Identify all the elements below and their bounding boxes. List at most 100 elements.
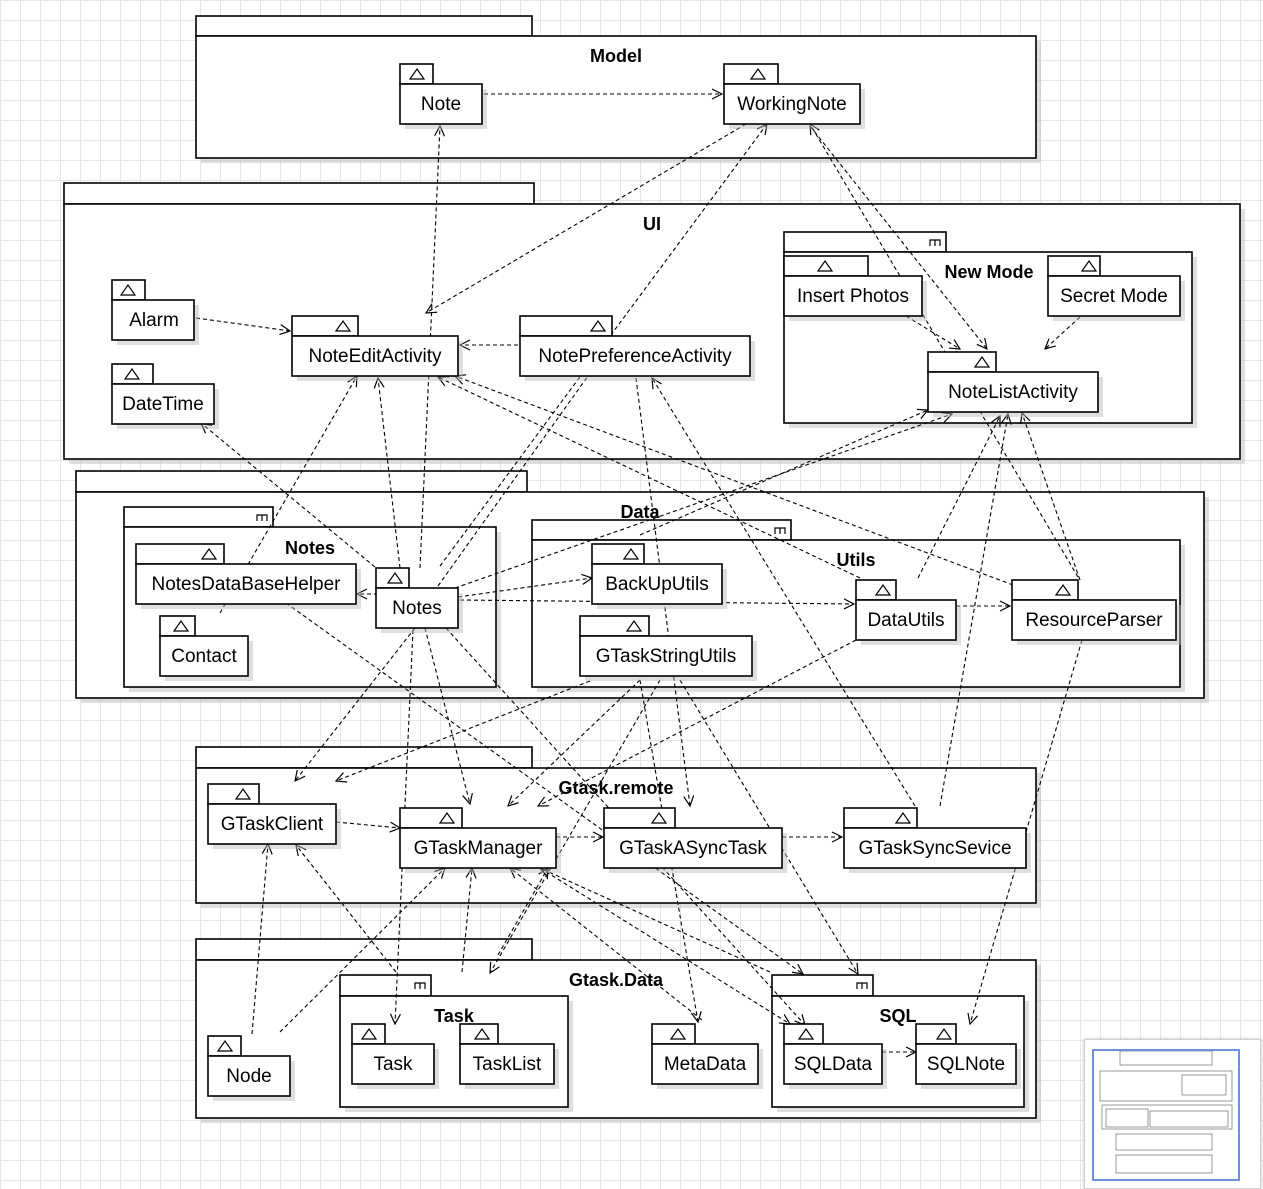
subsystem-icon [929, 239, 941, 246]
dependency-arrow [295, 627, 416, 781]
dependency-arrows [195, 94, 1083, 1052]
dependency-arrow [296, 845, 397, 973]
dependency-arrow [639, 410, 928, 536]
class-contact[interactable]: Contact [159, 615, 253, 681]
dependency-arrow [335, 821, 400, 828]
class-label: NotesDataBaseHelper [151, 574, 341, 595]
class-label: NoteListActivity [948, 382, 1078, 403]
class-secret-mode[interactable]: Secret Mode [1047, 255, 1185, 321]
class-label: Notes [392, 598, 442, 619]
dependency-arrow [424, 627, 470, 804]
dependency-arrow [809, 125, 987, 349]
class-note-list-activity[interactable]: NoteListActivity [927, 351, 1103, 417]
dependency-arrow [635, 377, 690, 806]
dependency-arrow [538, 639, 857, 806]
class-date-time[interactable]: DateTime [111, 363, 219, 429]
package-label: Utils [836, 550, 875, 570]
class-label: Insert Photos [797, 286, 909, 307]
class-label: BackUpUtils [605, 574, 708, 595]
class-resource-parser[interactable]: ResourceParser [1011, 579, 1181, 645]
class-label: Secret Mode [1060, 286, 1168, 307]
class-label: NoteEditActivity [308, 346, 442, 367]
class-label: DateTime [122, 394, 204, 415]
minimap-preview [1099, 1050, 1233, 1174]
class-sql-note[interactable]: SQLNote [915, 1023, 1021, 1089]
class-label: GTaskSyncSevice [858, 838, 1011, 859]
dependency-arrow [508, 679, 641, 806]
class-label: Node [226, 1066, 271, 1087]
subsystem-icon [856, 982, 868, 989]
class-label: Note [421, 94, 461, 115]
class-label: Contact [171, 646, 237, 667]
dependency-arrow [195, 317, 290, 331]
class-gtask-async-task[interactable]: GTaskASyncTask [603, 807, 787, 873]
dependency-arrow [454, 414, 952, 589]
dependency-arrow [1022, 413, 1081, 581]
class-label: DataUtils [867, 610, 944, 631]
class-gtask-manager[interactable]: GTaskManager [399, 807, 561, 873]
class-label: NotePreferenceActivity [538, 346, 732, 367]
package-label: Data [620, 502, 660, 522]
class-gtask-sync-service[interactable]: GTaskSyncSevice [843, 807, 1031, 873]
package-label: Gtask.Data [569, 970, 664, 990]
class-label: SQLNote [927, 1054, 1005, 1075]
dependency-arrow [905, 315, 960, 349]
class-label: GTaskStringUtils [596, 646, 736, 667]
class-backup-utils[interactable]: BackUpUtils [591, 543, 727, 609]
dependency-arrow [539, 867, 790, 1024]
dependency-arrow [279, 868, 445, 1033]
class-notes-database-helper[interactable]: NotesDataBaseHelper [135, 543, 361, 609]
class-label: MetaData [664, 1054, 747, 1075]
package-model[interactable]: Model [195, 15, 1041, 163]
class-label: TaskList [473, 1054, 542, 1075]
class-note-edit-activity[interactable]: NoteEditActivity [291, 315, 463, 381]
class-gtask-client[interactable]: GTaskClient [207, 783, 341, 849]
class-label: GTaskClient [221, 814, 324, 835]
class-note-preference-activity[interactable]: NotePreferenceActivity [519, 315, 755, 381]
dependency-arrow [810, 124, 1079, 578]
dependency-arrow [457, 578, 592, 598]
subsystem-icon [256, 514, 268, 521]
dependency-arrow [336, 680, 591, 781]
class-node[interactable]: Node [207, 1035, 295, 1101]
dependency-arrow [490, 679, 661, 973]
dependency-arrow [639, 679, 698, 1022]
package-label: Notes [285, 538, 335, 558]
dependency-arrow [461, 868, 472, 973]
dependency-arrow [419, 126, 440, 569]
class-note[interactable]: Note [399, 63, 487, 129]
minimap-viewport[interactable] [1092, 1049, 1240, 1181]
dependency-arrow [510, 868, 703, 1021]
package-label: Model [590, 46, 642, 66]
class-alarm[interactable]: Alarm [111, 279, 199, 345]
dependency-arrow [251, 844, 268, 1035]
dependency-arrow [201, 423, 376, 568]
class-working-note[interactable]: WorkingNote [723, 63, 865, 129]
subsystem-icon [414, 982, 426, 989]
class-meta-data[interactable]: MetaData [651, 1023, 763, 1089]
class-notes[interactable]: Notes [375, 567, 463, 633]
dependency-arrow [426, 123, 747, 313]
dependency-arrow [540, 868, 771, 973]
class-label: GTaskManager [414, 838, 544, 859]
dependency-arrow [378, 378, 401, 569]
class-gtask-string-utils[interactable]: GTaskStringUtils [579, 615, 757, 681]
dependency-arrow [455, 376, 1014, 586]
class-sql-data[interactable]: SQLData [783, 1023, 887, 1089]
class-data-utils[interactable]: DataUtils [855, 579, 961, 645]
dependency-arrow [497, 868, 548, 956]
minimap[interactable] [1084, 1039, 1261, 1189]
subsystem-icon [774, 527, 786, 534]
class-label: ResourceParser [1025, 610, 1163, 631]
class-task-list[interactable]: TaskList [459, 1023, 559, 1089]
class-label: Alarm [129, 310, 179, 331]
class-insert-photos[interactable]: Insert Photos [783, 255, 927, 321]
dependency-arrow [917, 416, 1000, 579]
dependency-arrow [285, 602, 803, 974]
package-label: New Mode [944, 262, 1033, 282]
class-task[interactable]: Task [351, 1023, 439, 1089]
class-label: WorkingNote [737, 94, 846, 115]
package-label: Task [434, 1006, 475, 1026]
package-label: Gtask.remote [558, 778, 673, 798]
